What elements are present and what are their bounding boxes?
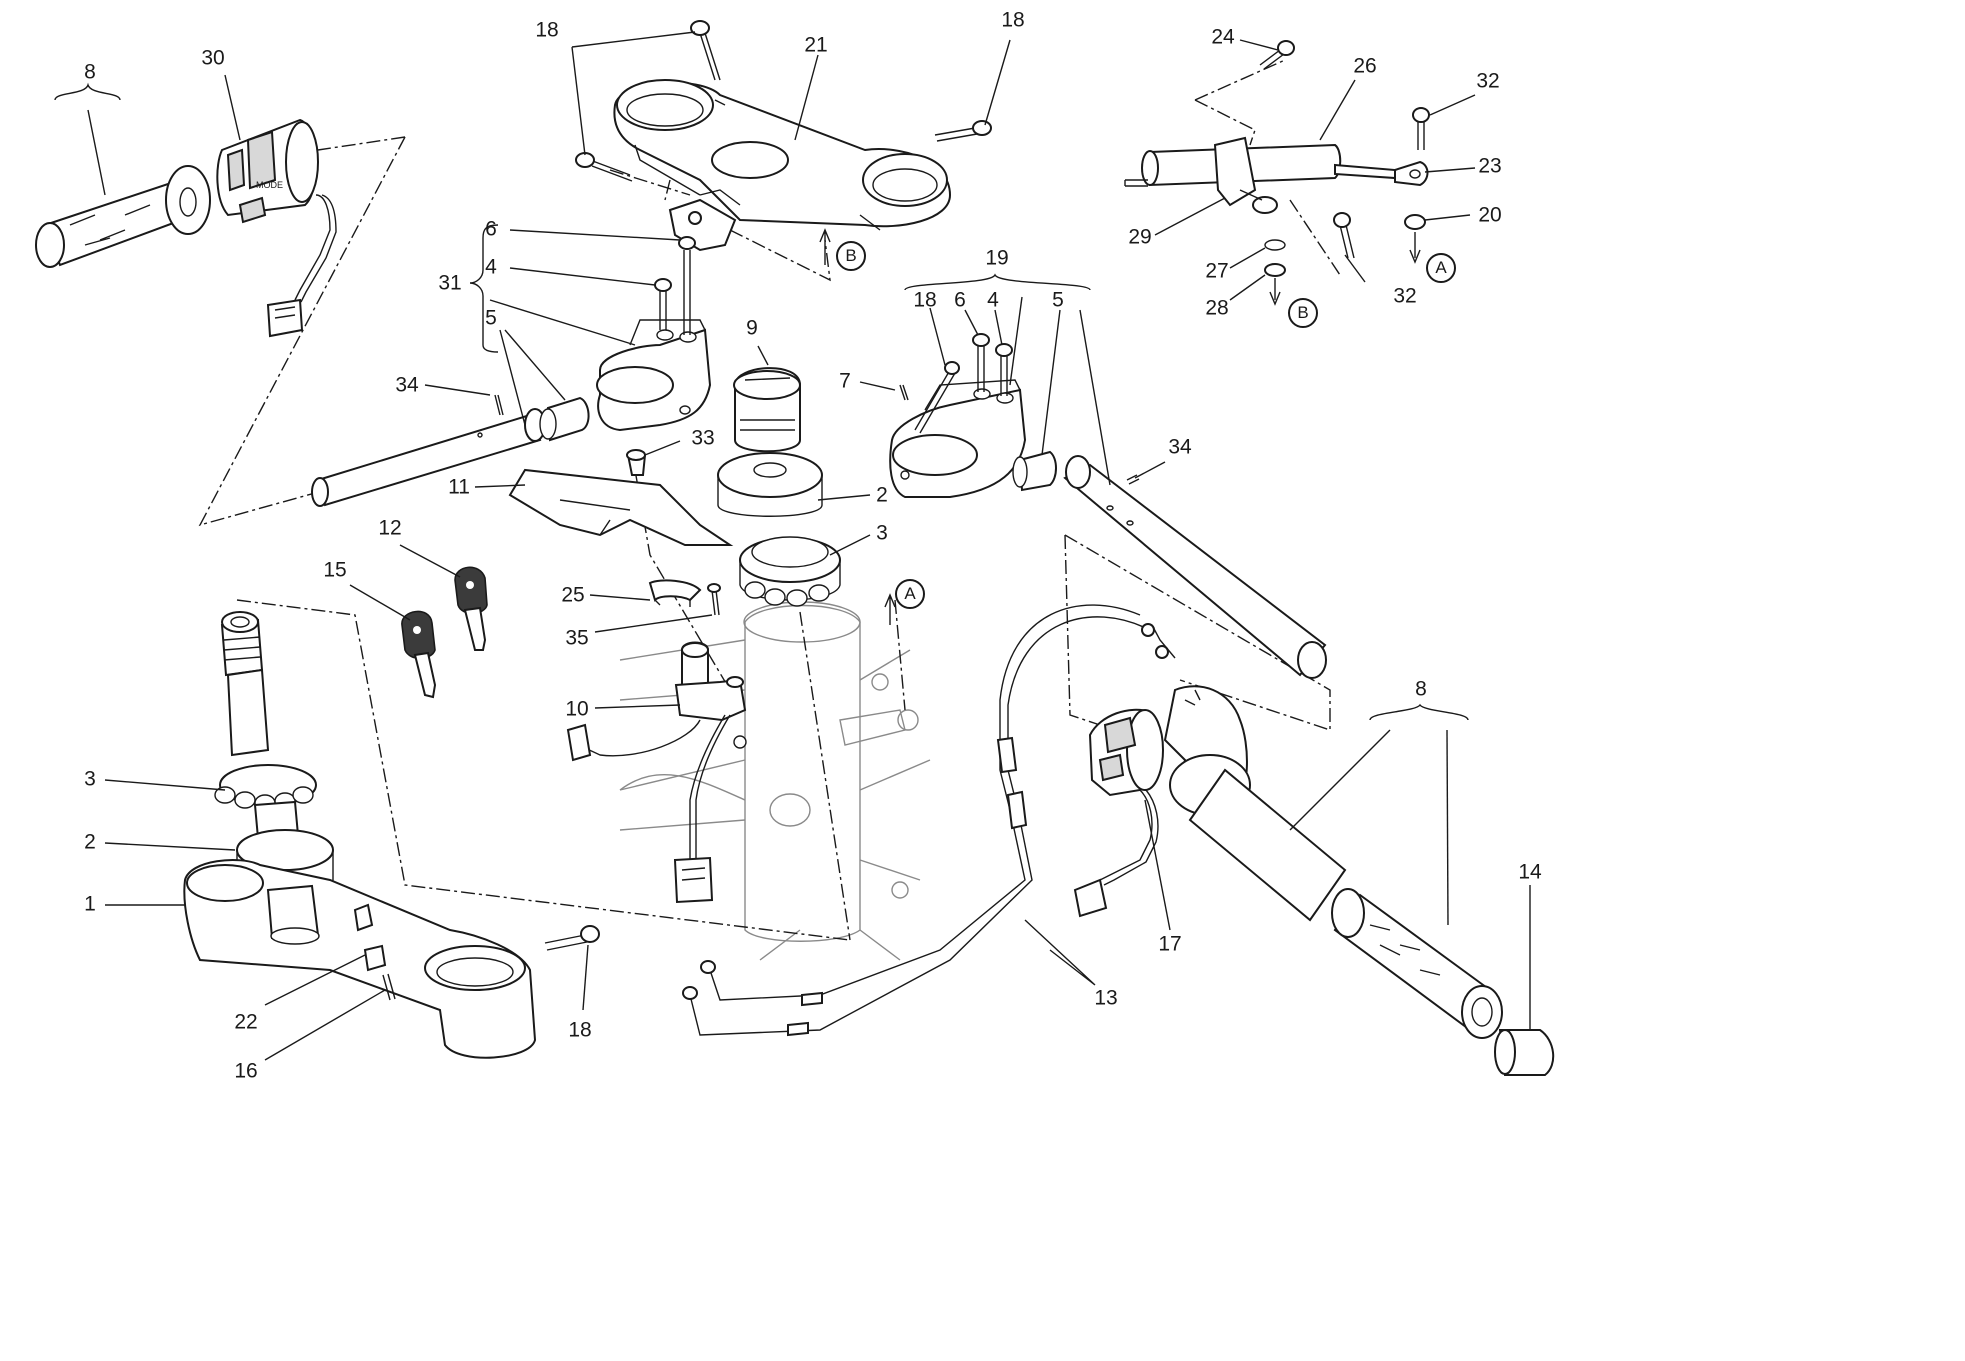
callout-21: 21 (804, 33, 828, 57)
callout-35: 35 (565, 626, 589, 650)
steering-damper (1124, 40, 1430, 306)
callout-25: 25 (561, 583, 585, 607)
callout-6: 6 (954, 288, 966, 312)
ignition-switch (566, 579, 747, 904)
right-grip-and-bar-end (1188, 768, 1555, 1076)
callout-1: 1 (84, 892, 96, 916)
callout-22: 22 (234, 1010, 258, 1034)
callout-10: 10 (565, 697, 589, 721)
mode-text: MODE (256, 180, 283, 190)
callout-15: 15 (323, 558, 347, 582)
callout-13: 13 (1094, 986, 1118, 1010)
callout-12: 12 (378, 516, 402, 540)
reference-marker-a: A (895, 579, 925, 609)
callout-23: 23 (1478, 154, 1502, 178)
callout-17: 17 (1158, 932, 1182, 956)
exploded-parts-diagram: MODE 8 30 18 21 18 24 26 32 23 20 29 27 … (35, 8, 1555, 1083)
callout-3: 3 (876, 521, 888, 545)
callout-19: 19 (985, 246, 1009, 270)
callout-29: 29 (1128, 225, 1152, 249)
callout-4: 4 (485, 255, 497, 279)
reference-arrows (819, 228, 896, 625)
callout-7: 7 (839, 369, 851, 393)
callout-9: 9 (746, 316, 758, 340)
callout-11: 11 (448, 475, 470, 499)
callout-33: 33 (691, 426, 715, 450)
diagram-artwork: MODE (35, 20, 1555, 1076)
callout-8: 8 (1415, 677, 1427, 701)
callout-34: 34 (1168, 435, 1192, 459)
reference-marker-b: B (836, 241, 866, 271)
steering-stem (183, 611, 537, 1059)
callout-18: 18 (1001, 8, 1025, 32)
callout-34: 34 (395, 373, 419, 397)
frame-outline (619, 601, 931, 961)
callout-18: 18 (913, 288, 937, 312)
callout-5: 5 (485, 306, 497, 330)
callout-5: 5 (1052, 288, 1064, 312)
ignition-cover (508, 449, 734, 546)
left-clipon-clamp (596, 236, 712, 432)
left-switch-housing (216, 118, 337, 338)
head-bearing-parts (717, 367, 841, 607)
callout-8: 8 (84, 60, 96, 84)
callout-6: 6 (485, 217, 497, 241)
callout-26: 26 (1353, 54, 1377, 78)
callout-30: 30 (201, 46, 225, 70)
leader-lines (54, 31, 1531, 1061)
right-handlebar-tube (1012, 450, 1327, 679)
reference-marker-a: A (1426, 253, 1456, 283)
callout-20: 20 (1478, 203, 1502, 227)
bolts (544, 20, 992, 951)
callout-3: 3 (84, 767, 96, 791)
callout-2: 2 (876, 483, 888, 507)
callout-27: 27 (1205, 259, 1229, 283)
callout-14: 14 (1518, 860, 1542, 884)
callout-18: 18 (568, 1018, 592, 1042)
upper-triple-clamp (613, 79, 952, 252)
left-handlebar-tube (311, 394, 590, 507)
reference-marker-b: B (1288, 298, 1318, 328)
callout-16: 16 (234, 1059, 258, 1083)
assembly-lines (198, 59, 1341, 941)
callout-32: 32 (1393, 284, 1417, 308)
callout-18: 18 (535, 18, 559, 42)
callout-24: 24 (1211, 25, 1235, 49)
callout-4: 4 (987, 288, 999, 312)
hydraulic-lines (682, 604, 1176, 1037)
callout-28: 28 (1205, 296, 1229, 320)
callout-32: 32 (1476, 69, 1500, 93)
callout-31: 31 (438, 271, 462, 295)
callout-2: 2 (84, 830, 96, 854)
keys (401, 566, 488, 699)
left-grip (35, 165, 211, 268)
right-clipon-clamp (889, 333, 1027, 498)
